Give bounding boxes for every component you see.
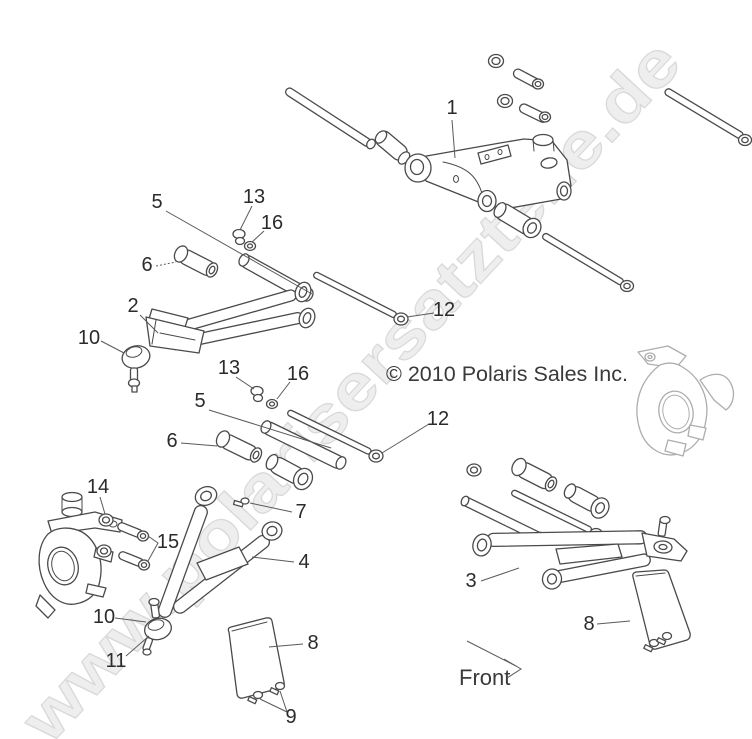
steering-knuckle-left <box>35 491 123 619</box>
pivot-bolt-top-right <box>664 88 752 147</box>
callout-11: 11 <box>106 650 127 672</box>
bushing-sleeve-flanged-lower <box>265 453 314 491</box>
bolt-top-1 <box>512 68 545 90</box>
guard-plate-left <box>227 617 285 699</box>
callout-7: 7 <box>295 501 306 523</box>
ball-joint-lower-right <box>641 515 688 562</box>
callout-1: 1 <box>446 97 457 119</box>
leader-15 <box>147 535 159 562</box>
leader-13a <box>239 205 253 231</box>
callout-6a: 6 <box>141 254 152 276</box>
callout-5b: 5 <box>194 390 205 412</box>
flange-nut-top-2 <box>496 93 514 109</box>
leader-16a <box>251 230 265 243</box>
upper-a-arm-right <box>404 133 572 213</box>
lower-a-arm-left <box>142 485 283 656</box>
callout-12a: 12 <box>433 299 455 321</box>
leader-7 <box>249 502 293 513</box>
callout-10b: 10 <box>93 606 115 628</box>
bushing-sleeve-upper-left <box>374 130 411 165</box>
leader-5a <box>165 210 313 295</box>
bushing-13-lower <box>250 385 264 403</box>
washer-16-lower <box>265 398 279 410</box>
leader-12a <box>406 312 435 318</box>
washer-16-upper <box>243 240 257 252</box>
leader-2 <box>139 314 159 334</box>
leader-4 <box>251 556 295 563</box>
front-label: Front <box>459 665 510 690</box>
flange-nut-14b <box>96 544 112 558</box>
flange-nut-14 <box>98 513 114 527</box>
leader-3 <box>480 567 520 582</box>
callout-3: 3 <box>465 570 476 592</box>
front-arrow-icon <box>466 640 522 679</box>
leader-8b <box>596 620 631 625</box>
callout-2: 2 <box>127 295 138 317</box>
front-direction: Front <box>459 640 522 690</box>
screw-9b <box>269 681 286 696</box>
callout-9: 9 <box>285 706 296 728</box>
leader-5b <box>208 409 332 449</box>
callout-12b: 12 <box>427 408 449 430</box>
grease-fitting-7 <box>232 497 250 508</box>
bushing-13-upper <box>232 228 246 246</box>
bushing-tube-6-upper <box>173 245 219 278</box>
callout-16b: 16 <box>287 363 309 385</box>
callout-4: 4 <box>298 551 309 573</box>
leader-12b <box>381 423 430 454</box>
bushing-tube-6-lower <box>215 430 263 463</box>
ball-joint-upper-left <box>121 345 151 393</box>
flange-nut-top-1 <box>487 53 505 69</box>
pivot-bolt-mid-left <box>313 271 409 326</box>
bolt-top-2 <box>518 103 552 123</box>
pivot-bolt-mid-right <box>542 232 635 293</box>
bolt-15b <box>118 551 151 571</box>
callout-16a: 16 <box>261 212 283 234</box>
callout-6b: 6 <box>166 430 177 452</box>
copyright-text: © 2010 Polaris Sales Inc. <box>386 363 628 386</box>
leader-1 <box>451 119 456 159</box>
guard-plate-right <box>632 569 691 650</box>
bushing-tube-right-b <box>563 483 610 519</box>
upper-a-arm-left <box>121 281 316 393</box>
flange-nut-right <box>466 463 482 477</box>
callout-13b: 13 <box>218 357 240 379</box>
callout-15: 15 <box>157 531 179 553</box>
bushing-tube-right-a <box>511 457 558 492</box>
pivot-shaft-upper-left <box>285 87 376 150</box>
leader-lines <box>99 119 631 713</box>
leader-11 <box>125 635 150 657</box>
screw-right-b <box>656 631 673 646</box>
steering-knuckle-right <box>636 345 735 457</box>
screw-9a <box>247 690 264 705</box>
leader-16b <box>276 381 291 400</box>
leader-10b <box>114 617 147 623</box>
pivot-bolt-12-lower <box>287 409 384 463</box>
leader-10a <box>100 340 125 354</box>
leader-14 <box>99 496 106 515</box>
callout-5a: 5 <box>151 191 162 213</box>
leader-9 <box>259 690 288 713</box>
callout-13a: 13 <box>243 186 265 208</box>
leader-6a <box>155 261 177 267</box>
callout-8a: 8 <box>307 632 318 654</box>
leader-8a <box>268 643 304 648</box>
bushing-sleeve-under-arm1 <box>493 202 542 239</box>
leader-13b <box>235 376 255 390</box>
ball-joint-lower-left <box>142 597 172 656</box>
pivot-tube-5-lower <box>260 420 347 470</box>
bolt-15a <box>117 522 150 542</box>
leader-6b <box>180 442 218 447</box>
callout-8b: 8 <box>583 613 594 635</box>
lower-a-arm-right <box>472 515 688 590</box>
callout-14: 14 <box>87 476 109 498</box>
callout-10a: 10 <box>78 327 100 349</box>
callout-labels: 1 2 3 4 5 5 6 6 7 8 8 9 10 10 11 12 12 1… <box>78 97 595 728</box>
